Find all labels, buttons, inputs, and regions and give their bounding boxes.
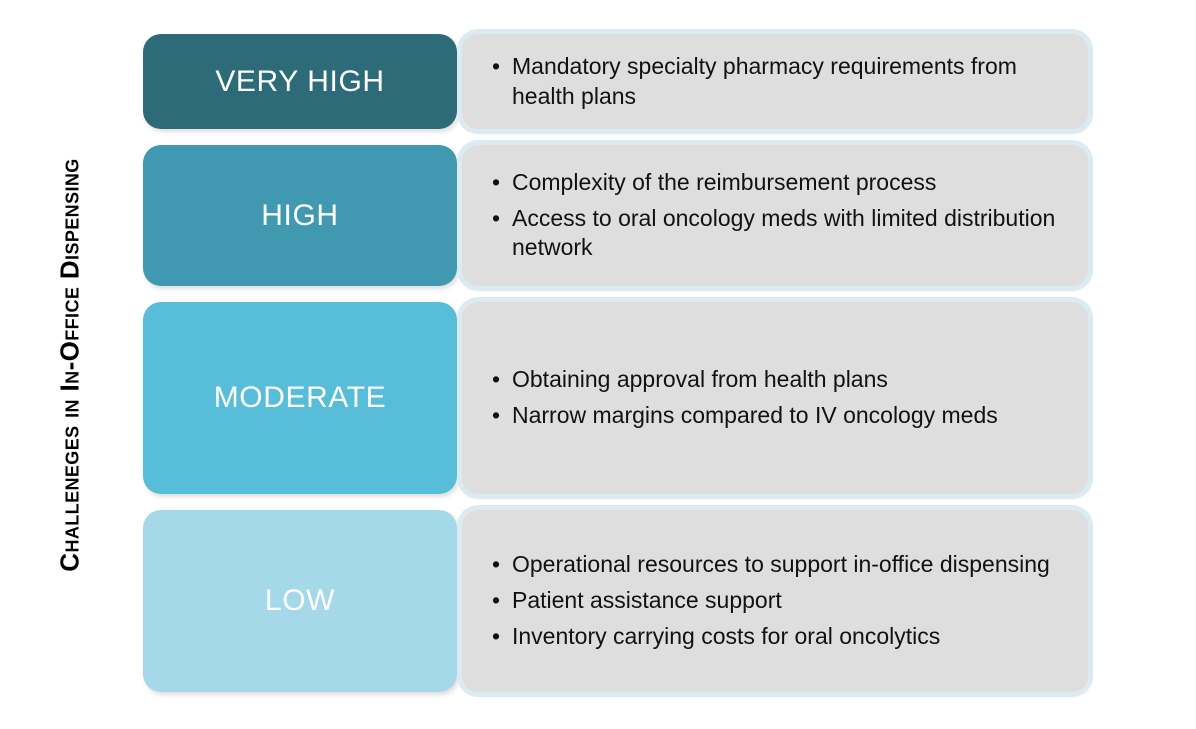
page-title: Challeneges in In-Office Dispensing [54, 157, 85, 572]
bullet-icon: • [492, 204, 501, 231]
bullet-icon: • [492, 551, 501, 578]
severity-box-low[interactable]: LOW [143, 510, 457, 692]
bullet-list: • Complexity of the reimbursement proces… [492, 168, 1062, 264]
details-panel-high: • Complexity of the reimbursement proces… [462, 145, 1088, 286]
bullet-icon: • [492, 587, 501, 614]
severity-label: MODERATE [213, 381, 387, 414]
bullet-icon: • [492, 52, 501, 79]
table-row: HIGH • Complexity of the reimbursement p… [143, 145, 1088, 286]
severity-box-moderate[interactable]: MODERATE [143, 302, 457, 494]
list-item: • Narrow margins compared to IV oncology… [492, 401, 1062, 431]
list-item-text: Mandatory specialty pharmacy requirement… [512, 52, 1017, 109]
bullet-list: • Obtaining approval from health plans •… [492, 365, 1062, 431]
severity-label: HIGH [261, 198, 339, 232]
severity-label: VERY HIGH [215, 64, 385, 98]
bullet-icon: • [492, 366, 501, 393]
list-item: • Complexity of the reimbursement proces… [492, 168, 1062, 198]
table-row: MODERATE • Obtaining approval from healt… [143, 302, 1088, 494]
list-item-text: Inventory carrying costs for oral oncoly… [512, 622, 941, 649]
table-row: VERY HIGH • Mandatory specialty pharmacy… [143, 34, 1088, 129]
vertical-axis-title-container: Challeneges in In-Office Dispensing [0, 0, 140, 729]
list-item-text: Patient assistance support [512, 587, 782, 614]
severity-label: LOW [264, 584, 336, 617]
list-item: • Access to oral oncology meds with limi… [492, 204, 1062, 264]
list-item-text: Access to oral oncology meds with limite… [512, 204, 1056, 261]
bullet-icon: • [492, 168, 501, 195]
list-item: • Inventory carrying costs for oral onco… [492, 622, 1062, 652]
details-panel-moderate: • Obtaining approval from health plans •… [462, 302, 1088, 494]
list-item: • Mandatory specialty pharmacy requireme… [492, 52, 1062, 112]
severity-box-very-high[interactable]: VERY HIGH [143, 34, 457, 129]
list-item: • Patient assistance support [492, 586, 1062, 616]
list-item: • Obtaining approval from health plans [492, 365, 1062, 395]
bullet-icon: • [492, 622, 501, 649]
severity-box-high[interactable]: HIGH [143, 145, 457, 286]
list-item-text: Narrow margins compared to IV oncology m… [512, 402, 998, 428]
list-item-text: Complexity of the reimbursement process [512, 168, 937, 195]
severity-rows: VERY HIGH • Mandatory specialty pharmacy… [143, 34, 1088, 694]
table-row: LOW • Operational resources to support i… [143, 510, 1088, 692]
bullet-list: • Operational resources to support in-of… [492, 550, 1062, 652]
list-item-text: Operational resources to support in-offi… [512, 551, 1050, 578]
details-panel-very-high: • Mandatory specialty pharmacy requireme… [462, 34, 1088, 129]
bullet-list: • Mandatory specialty pharmacy requireme… [492, 52, 1062, 112]
details-panel-low: • Operational resources to support in-of… [462, 510, 1088, 692]
bullet-icon: • [492, 402, 501, 428]
list-item-text: Obtaining approval from health plans [512, 366, 888, 393]
list-item: • Operational resources to support in-of… [492, 550, 1062, 580]
